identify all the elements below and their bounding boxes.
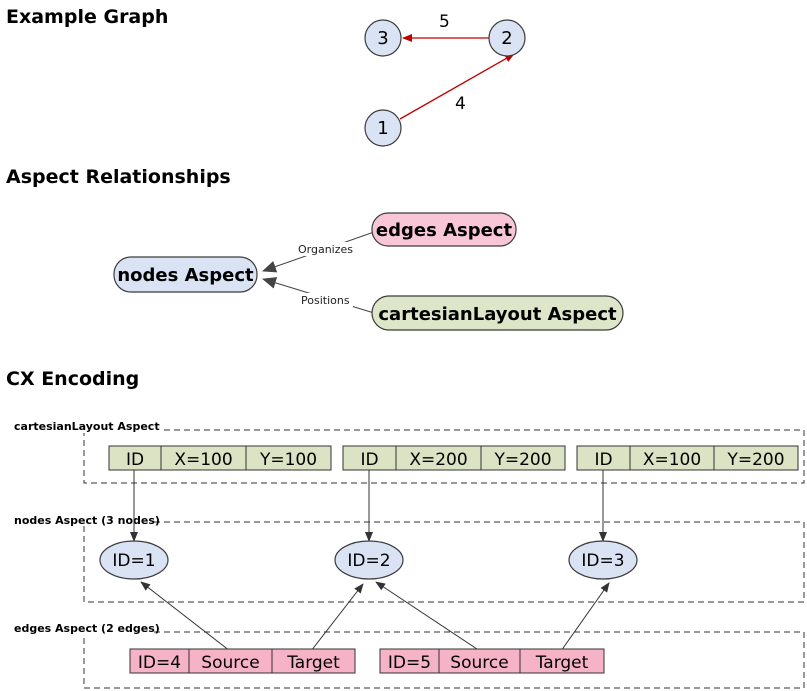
edges-box (83, 631, 805, 689)
edge-4-source-arrow (140, 581, 231, 652)
layout-record-3-y: Y=200 (726, 450, 784, 470)
node-id-2: ID=2 (334, 540, 404, 580)
positions-label: Positions (301, 294, 350, 307)
edge-record-5-id: ID=5 (388, 653, 431, 673)
graph-node-2-label: 2 (501, 28, 512, 49)
nodes-aspect: nodes Aspect (113, 256, 258, 293)
edge-5-source-arrow (375, 581, 481, 652)
cartesian-layout-aspect-label: cartesianLayout Aspect (378, 304, 617, 325)
layout-record-3-id: ID (594, 450, 612, 470)
edge-record-5-source: Source (450, 653, 508, 673)
node-id-1: ID=1 (99, 540, 169, 580)
graph-node-1-label: 1 (377, 118, 388, 139)
node-id-3-label: ID=3 (581, 551, 624, 571)
edge-record-4-source: Source (201, 653, 259, 673)
nodes-aspect-label: nodes Aspect (117, 265, 254, 286)
node-id-3: ID=3 (568, 540, 638, 580)
edge-record-4-id: ID=4 (138, 653, 181, 673)
edges-aspect: edges Aspect (371, 212, 517, 247)
layout-record-2-y: Y=200 (493, 450, 551, 470)
edge-record-4-target: Target (286, 653, 340, 673)
aspect-relationships-heading: Aspect Relationships (6, 166, 231, 188)
graph-node-1: 1 (364, 109, 402, 147)
node-id-1-label: ID=1 (112, 551, 155, 571)
cartesian-layout-box (83, 429, 805, 484)
layout-record-2: ID X=200 Y=200 (342, 445, 566, 471)
graph-node-2: 2 (488, 19, 526, 57)
example-graph-heading: Example Graph (6, 6, 168, 28)
layout-record-1-id: ID (126, 450, 144, 470)
cartesian-layout-box-label: cartesianLayout Aspect (14, 420, 160, 433)
cx-encoding-heading: CX Encoding (6, 368, 139, 390)
nodes-box (83, 521, 805, 603)
edges-box-label: edges Aspect (2 edges) (14, 622, 160, 635)
edge-record-5: ID=5 Source Target (379, 648, 605, 674)
layout-record-1: ID X=100 Y=100 (108, 445, 332, 471)
edge-record-4: ID=4 Source Target (129, 648, 356, 674)
edges-aspect-label: edges Aspect (376, 220, 513, 241)
layout-record-2-id: ID (360, 450, 378, 470)
cartesian-layout-aspect: cartesianLayout Aspect (371, 295, 624, 331)
edge-weight-5: 5 (439, 12, 450, 32)
graph-node-3-label: 3 (377, 28, 388, 49)
layout-record-1-x: X=100 (174, 450, 232, 470)
edge-1-to-2 (399, 53, 515, 120)
edge-5-target-arrow (560, 582, 610, 652)
edge-weight-4: 4 (455, 94, 466, 114)
layout-record-3-x: X=100 (643, 450, 701, 470)
nodes-box-label: nodes Aspect (3 nodes) (14, 514, 160, 527)
graph-node-3: 3 (364, 19, 402, 57)
layout-record-1-y: Y=100 (259, 450, 317, 470)
layout-record-2-x: X=200 (409, 450, 467, 470)
node-id-2-label: ID=2 (347, 551, 390, 571)
edge-record-5-target: Target (535, 653, 589, 673)
layout-record-3: ID X=100 Y=200 (576, 445, 799, 471)
edge-4-target-arrow (310, 583, 364, 652)
organizes-label: Organizes (298, 243, 353, 256)
